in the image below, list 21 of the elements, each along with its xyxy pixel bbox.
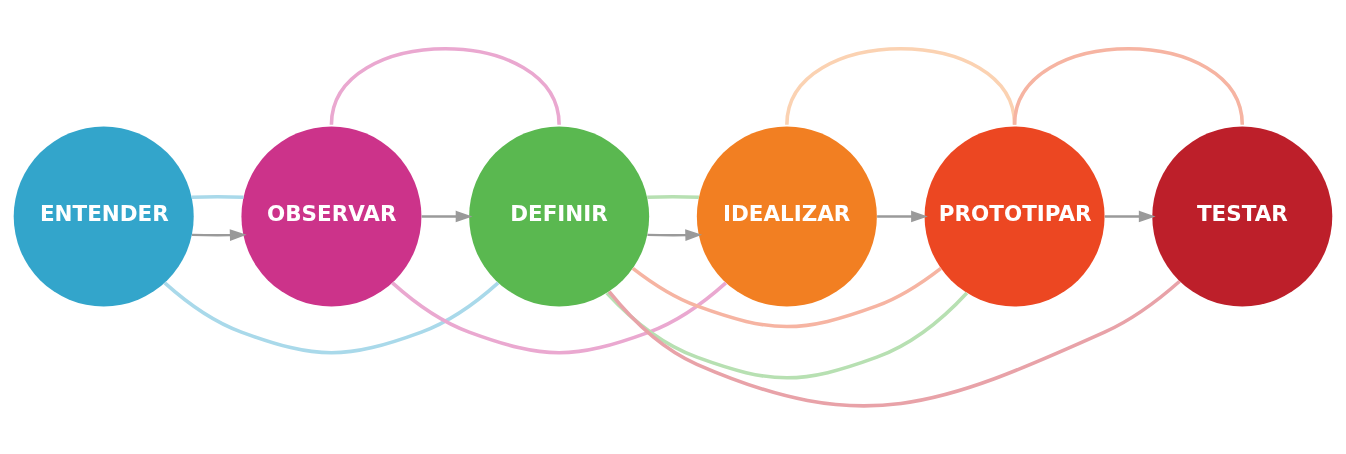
arrow [877,210,928,222]
connector [163,281,500,354]
node-circle: OBSERVAR [241,125,422,306]
connector [1012,46,1245,125]
connector [785,46,1017,125]
connector [191,194,244,199]
connector [329,46,561,125]
connector [631,266,942,328]
arrow [192,228,247,241]
arrow [647,228,702,241]
connector [605,291,969,379]
node-circle: DEFINIR [469,125,650,306]
connector [647,194,699,199]
arrow [421,210,473,222]
node-circle: ENTENDER [13,125,194,306]
node-circle: PROTOTIPAR [924,125,1105,306]
connector [391,281,728,354]
connector [607,279,1181,408]
node-circle: IDEALIZAR [696,125,877,306]
arrow [1104,210,1156,222]
node-circle: TESTAR [1152,125,1333,306]
